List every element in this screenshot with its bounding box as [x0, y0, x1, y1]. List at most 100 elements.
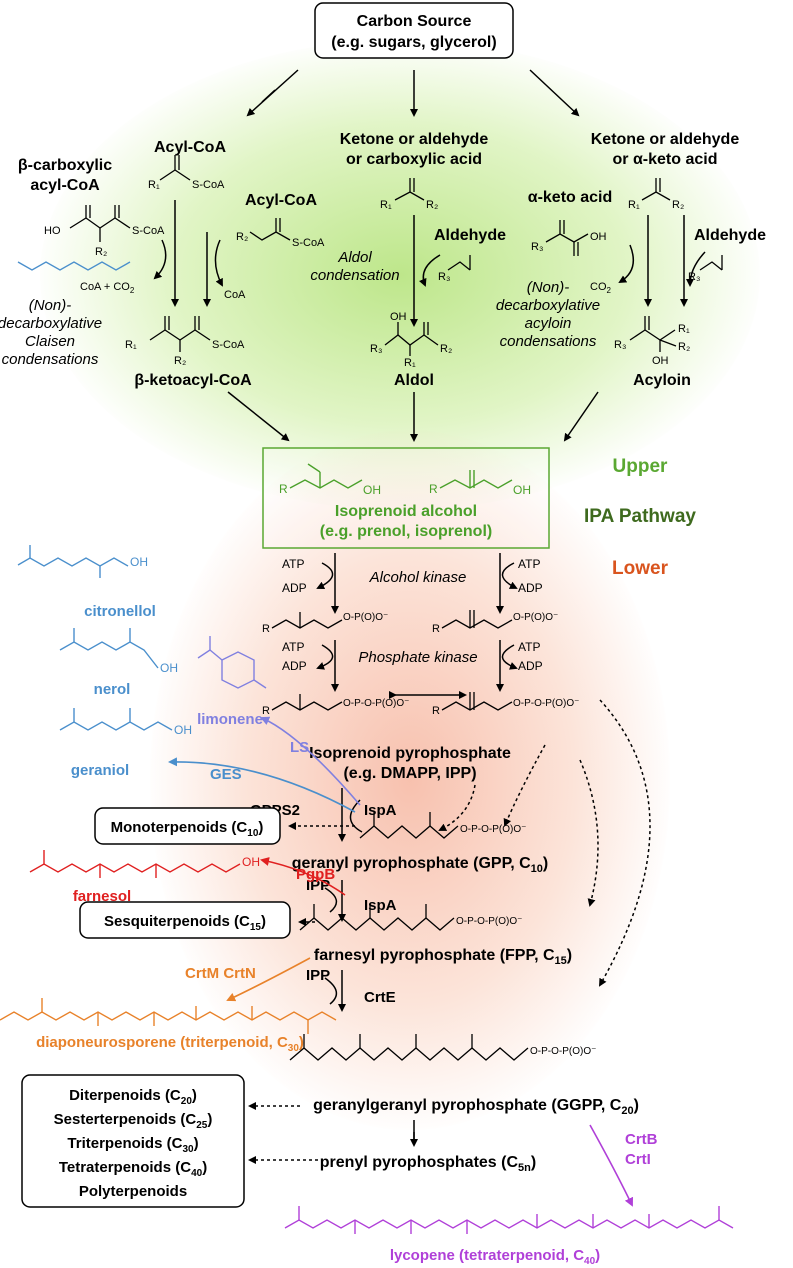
- ispa-label-2: IspA: [364, 897, 397, 914]
- fpp-label: farnesyl pyrophosphate (FPP, C15): [314, 947, 572, 967]
- terpenoid-class-item: Triterpenoids (C30): [67, 1135, 198, 1155]
- citronellol-structure: [17, 261, 131, 271]
- citronellol-label: citronellol: [84, 603, 156, 620]
- sesquiterpenoids-label: Sesquiterpenoids (C15): [104, 913, 266, 933]
- claisen-reaction-line3: Claisen: [25, 333, 75, 350]
- crti-label: CrtI: [625, 1151, 651, 1168]
- crtm-arrow: [226, 957, 311, 1002]
- citronellol-chain: [17, 545, 129, 578]
- aldehyde-structure: [447, 255, 471, 271]
- upper-label: Upper: [613, 456, 669, 477]
- ipp-label-2: IPP: [306, 967, 330, 984]
- alpha-keto-acid-label: α-keto acid: [528, 189, 613, 206]
- isoprenoid-pyrophosphate-examples: (e.g. DMAPP, IPP): [343, 765, 476, 782]
- r1-label-5: R₁: [628, 199, 640, 211]
- terpenoid-class-item: Polyterpenoids: [79, 1183, 187, 1200]
- ispa-label-1: IspA: [364, 802, 397, 819]
- sesquiterpenoids-box: Sesquiterpenoids (C15): [79, 901, 291, 939]
- r3-label: R₃: [438, 271, 450, 283]
- crtb-arrow: [589, 1124, 633, 1207]
- alcohol-kinase-label: Alcohol kinase: [369, 569, 467, 586]
- r2-label-6: R₂: [672, 199, 684, 211]
- isoprenoid-alcohol-box: R OH R OH Isoprenoid alcohol (e.g. preno…: [262, 447, 550, 549]
- ketone-structure: [394, 178, 425, 201]
- acyloin-reaction-line3: acyloin: [525, 315, 572, 332]
- ges-arrow: [168, 757, 356, 813]
- terpenoid-classes-box: Diterpenoids (C20)Sesterterpenoids (C25)…: [21, 1074, 245, 1208]
- isoprenoid-alcohol-examples: (e.g. prenol, isoprenol): [320, 523, 492, 540]
- ges-label: GES: [210, 766, 242, 783]
- fpp-synthesis-arrows: [324, 880, 346, 922]
- r-label-3: R: [262, 623, 270, 635]
- oh-label-9: OH: [242, 855, 260, 869]
- ketone-structure-right: [641, 178, 671, 201]
- gpp-label: geranyl pyrophosphate (GPP, C10): [292, 855, 548, 875]
- r2-label-3: R₂: [174, 355, 186, 367]
- r2-label-5: R₂: [440, 343, 452, 355]
- aldol-reaction-line2: condensation: [310, 267, 399, 284]
- geraniol-structure: [59, 708, 173, 731]
- diaponeurosporene-structure: [0, 998, 337, 1034]
- co2-release-arrow-right: [618, 244, 635, 284]
- claisen-reaction-line1: (Non)-: [29, 297, 72, 314]
- monoterpene-products: OH citronellol OH nerol OH geraniol: [17, 261, 361, 813]
- farnesol-branch: OH farnesol PgpB: [29, 850, 346, 905]
- r2-label: R₂: [95, 246, 107, 258]
- carbon-source-arrows: [246, 69, 580, 117]
- middle-header-line2: or carboxylic acid: [346, 151, 482, 168]
- acyl-coa-label: acyl-CoA: [30, 177, 100, 194]
- fpp-pyrophosphate-label: O-P-O-P(O)O⁻: [456, 916, 522, 927]
- geraniol-label: geraniol: [71, 762, 129, 779]
- coa-co2-byproduct: CoA + CO2: [80, 281, 135, 295]
- adp-label-1: ADP: [282, 581, 307, 595]
- terpenoid-class-list: Diterpenoids (C20)Sesterterpenoids (C25)…: [54, 1087, 213, 1200]
- beta-ketoacyl-coa-label: β-ketoacyl-CoA: [134, 372, 252, 389]
- r1-label-2: R₁: [125, 339, 137, 351]
- adp-label-3: ADP: [282, 659, 307, 673]
- limonene-label: limonene: [197, 711, 263, 728]
- r3-label-3: R₃: [531, 241, 543, 253]
- atp-label-2: ATP: [518, 557, 540, 571]
- alpha-keto-acid-structure: [545, 220, 589, 256]
- aldehyde-structure-right: [699, 255, 723, 271]
- adp-label-4: ADP: [518, 659, 543, 673]
- fpp-structure: [299, 904, 455, 931]
- acyloin-reaction-line2: decarboxylative: [496, 297, 600, 314]
- terpenoid-class-item: Sesterterpenoids (C25): [54, 1111, 213, 1131]
- r-label-2: R: [429, 482, 438, 496]
- oh-label: OH: [390, 311, 407, 323]
- ls-arrow: [260, 716, 361, 806]
- acyloin-branch: Ketone or aldehyde or α-keto acid α-keto…: [496, 131, 766, 389]
- r1-label: R₁: [148, 179, 160, 191]
- scoa-label-4: S-CoA: [212, 339, 245, 351]
- atp-label-3: ATP: [282, 640, 304, 654]
- ipa-pathway-label: IPA Pathway: [584, 506, 696, 527]
- r1-label-6: R₁: [678, 323, 690, 335]
- right-header-line1: Ketone or aldehyde: [591, 131, 740, 148]
- lycopene-structure: [284, 1206, 734, 1234]
- acyloin-label: Acyloin: [633, 372, 691, 389]
- carbon-source-examples: (e.g. sugars, glycerol): [331, 34, 496, 51]
- monoterpenoids-label: Monoterpenoids (C10): [111, 819, 264, 839]
- beta-ketoacyl-coa-structure: [149, 316, 211, 352]
- scoa-label-3: S-CoA: [292, 237, 325, 249]
- diaponeurosporene-label: diaponeurosporene (triterpenoid, C30): [36, 1034, 304, 1054]
- terpenoid-class-item: Tetraterpenoids (C40): [59, 1159, 207, 1179]
- oh-label-4: OH: [363, 483, 381, 497]
- ggpp-synthesis-arrows: [324, 970, 346, 1012]
- oh-label-3: OH: [652, 355, 669, 367]
- scoa-label-2: S-CoA: [132, 225, 165, 237]
- acyl-coa-reactant-label: Acyl-CoA: [245, 192, 317, 209]
- pyrophosphate-group-label: O-P-O-P(O)O⁻: [343, 698, 409, 709]
- aldol-reaction-line1: Aldol: [337, 249, 372, 266]
- atp-label-1: ATP: [282, 557, 304, 571]
- r-label-5: R: [262, 705, 270, 717]
- acyl-coa-reactant-structure: [249, 218, 291, 241]
- ggpp-structure: [289, 1034, 529, 1061]
- oh-label-7: OH: [160, 661, 178, 675]
- acyl-coa-header: Acyl-CoA: [154, 139, 226, 156]
- farnesol-structure: [29, 850, 241, 878]
- r2-label-7: R₂: [678, 341, 690, 353]
- scoa-label: S-CoA: [192, 179, 225, 191]
